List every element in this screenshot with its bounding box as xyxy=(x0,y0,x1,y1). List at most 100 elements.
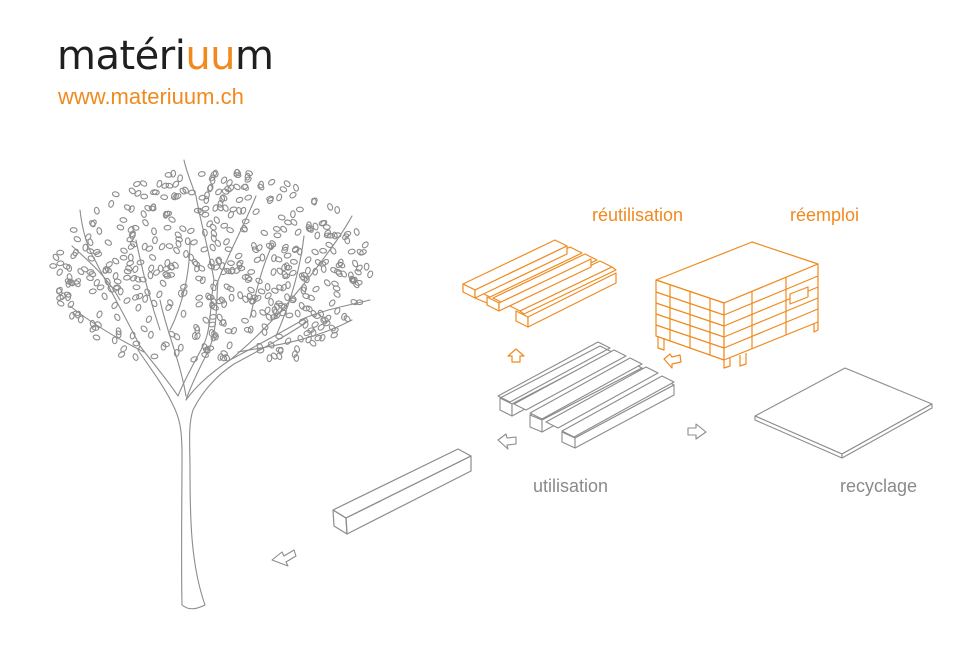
leaf-shape xyxy=(219,194,226,203)
leaf-shape xyxy=(268,341,275,349)
leaf-shape xyxy=(256,342,264,350)
leaf-shape xyxy=(363,262,370,271)
leaf-shape xyxy=(284,293,291,302)
leaf-shape xyxy=(311,197,318,205)
leaf-shape xyxy=(56,268,63,276)
leaf-shape xyxy=(297,334,304,343)
leaf-shape xyxy=(184,237,191,246)
leaf-shape xyxy=(235,196,244,203)
leaf-shape xyxy=(165,243,174,249)
leaf-shape xyxy=(327,203,334,211)
leaf-shape xyxy=(293,353,300,362)
leaf-shape xyxy=(314,231,321,240)
leaf-shape xyxy=(123,204,132,211)
leaf-shape xyxy=(135,303,142,312)
leaf-shape xyxy=(164,172,173,178)
leaf-shape xyxy=(305,335,312,344)
leaf-shape xyxy=(247,286,255,294)
leaf-shape xyxy=(298,272,306,281)
leaf-shape xyxy=(195,275,204,282)
leaf-shape xyxy=(289,295,297,302)
leaf-shape xyxy=(311,248,319,256)
leaf-shape xyxy=(215,188,223,196)
leaf-shape xyxy=(119,254,128,261)
leaf-shape xyxy=(216,256,223,265)
leaf-shape xyxy=(256,347,265,354)
leaf-shape xyxy=(209,223,217,231)
leaf-shape xyxy=(280,303,288,311)
leaf-shape xyxy=(289,269,297,277)
leaf-shape xyxy=(344,236,351,245)
leaf-shape xyxy=(223,354,231,362)
leaf-shape xyxy=(217,353,224,361)
leaf-shape xyxy=(104,239,112,246)
leaf-shape xyxy=(152,236,158,245)
leaf-shape xyxy=(314,335,322,342)
leaf-shape xyxy=(283,252,292,259)
leaf-shape xyxy=(142,219,149,227)
leaf-shape xyxy=(361,241,369,249)
leaf-shape xyxy=(86,269,95,275)
leaf-shape xyxy=(264,306,271,315)
leaf-shape xyxy=(132,353,139,361)
leaf-shape xyxy=(302,305,310,312)
leaf-shape xyxy=(210,229,218,238)
leaf-shape xyxy=(123,274,131,281)
leaf-shape xyxy=(212,204,219,212)
leaf-shape xyxy=(282,273,290,280)
furniture-reemploi xyxy=(655,241,819,369)
leaf-shape xyxy=(70,251,78,260)
leaf-shape xyxy=(271,287,279,294)
leaf-shape xyxy=(215,298,224,305)
leaf-shape xyxy=(331,231,338,240)
leaf-shape xyxy=(56,249,65,256)
leaf-shape xyxy=(284,219,292,226)
leaf-shape xyxy=(255,277,263,285)
leaf-shape xyxy=(142,295,149,303)
leaf-shape xyxy=(217,199,224,208)
leaf-shape xyxy=(304,275,310,284)
leaf-shape xyxy=(355,299,364,306)
leaf-shape xyxy=(205,292,212,301)
leaf-shape xyxy=(223,238,230,246)
leaf-shape xyxy=(234,168,241,177)
leaf-shape xyxy=(129,231,136,240)
leaf-shape xyxy=(113,284,122,291)
leaf-shape xyxy=(352,259,359,268)
leaf-shape xyxy=(111,191,120,198)
leaf-shape xyxy=(284,337,292,345)
leaf-shape xyxy=(259,253,266,262)
leaf-shape xyxy=(206,220,213,228)
leaf-shape xyxy=(293,183,299,192)
leaf-shape xyxy=(92,334,101,341)
leaf-shape xyxy=(307,294,315,301)
leaf-shape xyxy=(164,210,173,217)
leaf-shape xyxy=(226,179,233,187)
leaf-shape xyxy=(266,195,274,202)
leaf-shape xyxy=(111,336,118,345)
leaf-shape xyxy=(227,285,235,293)
leaf-shape xyxy=(201,211,210,218)
leaf-shape xyxy=(295,206,304,213)
leaf-shape xyxy=(306,221,312,230)
leaf-shape xyxy=(147,271,154,280)
leaf-shape xyxy=(159,279,167,287)
leaf-shape xyxy=(333,291,341,298)
leaf-shape xyxy=(218,296,226,304)
leaf-shape xyxy=(49,263,58,269)
leaf-shape xyxy=(355,264,363,272)
leaf-shape xyxy=(236,259,244,267)
leaf-shape xyxy=(328,299,336,307)
leaf-shape xyxy=(197,171,206,177)
leaf-shape xyxy=(309,339,317,347)
leaf-shape xyxy=(72,310,81,317)
leaf-shape xyxy=(202,228,208,237)
leaf-shape xyxy=(84,233,92,241)
leaf-shape xyxy=(148,264,155,273)
tree-illustration xyxy=(49,159,374,610)
leaf-shape xyxy=(350,299,359,306)
leaf-shape xyxy=(367,270,374,279)
leaf-shape xyxy=(163,273,172,279)
leaf-shape xyxy=(233,266,241,274)
